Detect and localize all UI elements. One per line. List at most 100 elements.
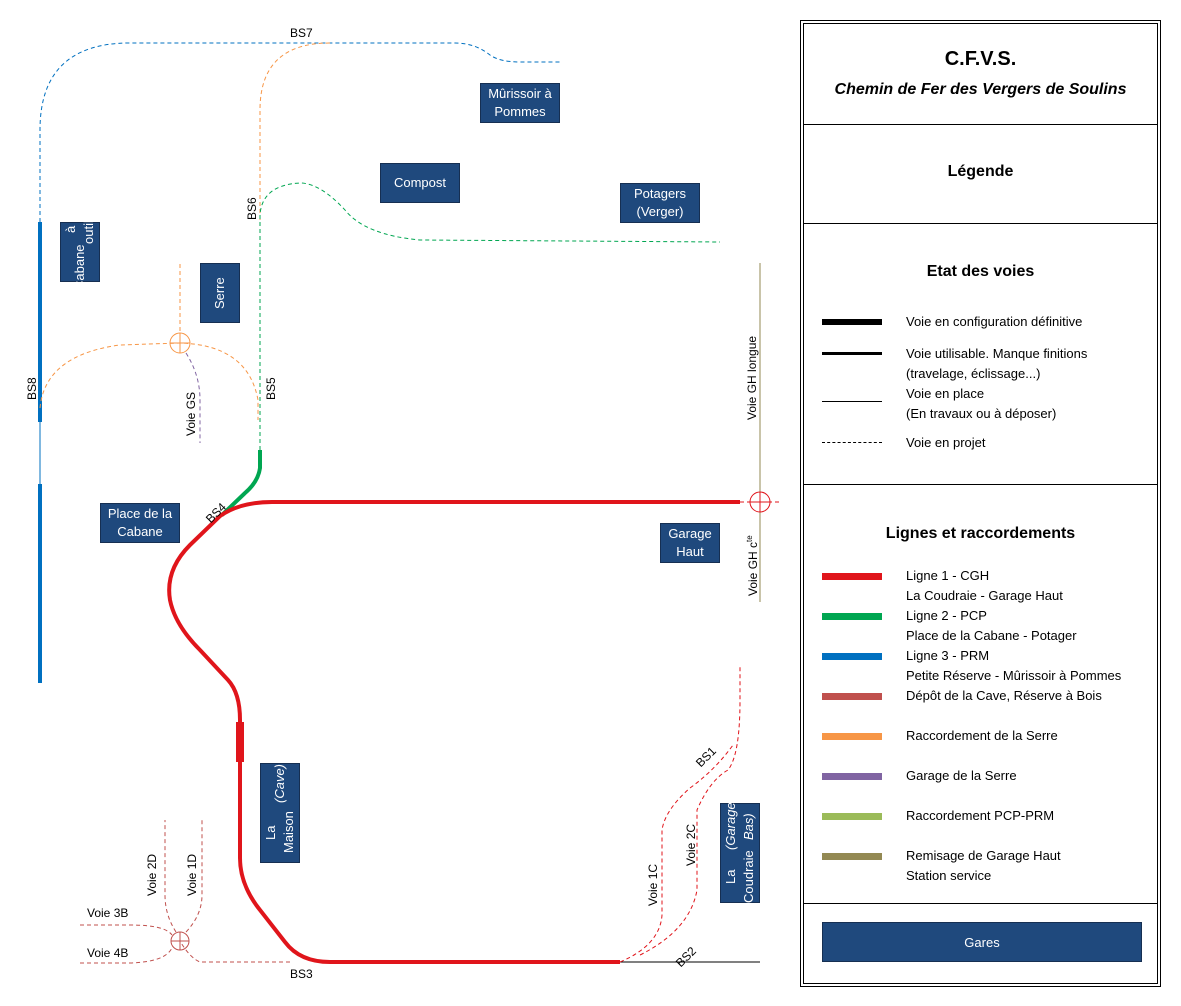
label-bs5: BS5 [264, 377, 278, 400]
ligne2-projected [259, 182, 721, 450]
voie-4b-track [80, 947, 173, 964]
station-cabane-outils-line1: Cabane [72, 244, 87, 290]
station-garage-haut-line1: Garage [668, 526, 712, 541]
station-place-cabane-line2: Cabane [117, 524, 163, 539]
panel-title: C.F.V.S. [944, 48, 1017, 70]
ligne-swatch-1 [822, 613, 882, 620]
ligne-swatch-0 [822, 573, 882, 580]
ligne-text-0-1: Ligne 1 - CGH [906, 568, 990, 583]
station-cabane-outils[interactable]: Cabane à outils [60, 214, 100, 290]
ligne-row-5: Garage de la Serre [822, 766, 1149, 806]
ligne3-projected [39, 42, 560, 222]
station-murissoir[interactable]: Mûrissoir à Pommes [480, 83, 560, 123]
depot-link [179, 940, 290, 963]
station-serre[interactable]: Serre [200, 263, 240, 323]
etat-row-medium: Voie utilisable. Manque finitions (trave… [822, 344, 1149, 384]
station-potagers-line1: Potagers [633, 186, 687, 201]
station-murissoir-line1: Mûrissoir à [488, 86, 552, 101]
etat-text-medium-2: (travelage, éclissage...) [906, 366, 1041, 381]
label-bs3: BS3 [290, 967, 313, 981]
etat-swatch-dashed [822, 442, 882, 443]
ligne-row-0: Ligne 1 - CGH La Coudraie - Garage Haut [822, 566, 1149, 606]
etat-swatch-medium [822, 352, 882, 355]
label-voie-1d: Voie 1D [185, 853, 199, 896]
station-coudraie[interactable]: La Coudraie (Garage Bas) [720, 803, 760, 903]
station-serre-label: Serre [212, 277, 227, 309]
ligne-row-4: Raccordement de la Serre [822, 726, 1149, 766]
station-compost[interactable]: Compost [380, 163, 460, 203]
station-place-cabane[interactable]: Place de la Cabane [100, 503, 180, 543]
voie-3b-track [80, 924, 173, 936]
ligne1-station-marker [236, 722, 244, 762]
etat-title: Etat des voies [926, 263, 1035, 280]
label-voie-gh-courte: Voie GH cte [745, 535, 760, 596]
station-place-cabane-line1: Place de la [107, 506, 173, 521]
etat-swatch-thin [822, 401, 882, 402]
legend-panel-inner: C.F.V.S. Chemin de Fer des Vergers de So… [803, 23, 1158, 984]
garage-serre-track [185, 352, 201, 443]
legend-title-section: Légende [804, 125, 1157, 224]
ligne-text-2-2: Petite Réserve - Mûrissoir à Pommes [906, 668, 1122, 683]
station-maison-line1: La Maison [263, 811, 296, 854]
voie-1d-track [185, 820, 203, 933]
ligne-text-1-2: Place de la Cabane - Potager [906, 628, 1077, 643]
ligne-swatch-3 [822, 693, 882, 700]
label-voie-gs: Voie GS [184, 391, 198, 436]
label-voie-gh-longue: Voie GH longue [745, 335, 759, 420]
etat-row-thick: Voie en configuration définitive [822, 312, 1149, 332]
ligne-text-5-1: Garage de la Serre [906, 768, 1017, 783]
ligne1-track [167, 500, 740, 964]
ligne-row-6: Raccordement PCP-PRM [822, 806, 1149, 846]
ligne-row-2: Ligne 3 - PRM Petite Réserve - Mûrissoir … [822, 646, 1149, 686]
ligne-text-6-1: Raccordement PCP-PRM [906, 808, 1055, 823]
station-maison[interactable]: La Maison (Cave) [260, 763, 300, 863]
etat-text-medium-1: Voie utilisable. Manque finitions [906, 346, 1088, 361]
etat-section: Etat des voies Voie en configuration déf… [804, 224, 1157, 485]
station-cabane-outils-line2: à outils [63, 214, 96, 245]
lignes-title: Lignes et raccordements [885, 525, 1076, 542]
ligne-row-1: Ligne 2 - PCP Place de la Cabane - Potage… [822, 606, 1149, 646]
track-map [38, 42, 780, 964]
etat-text-thin-1: Voie en place [906, 386, 985, 401]
station-maison-line2: (Cave) [272, 764, 287, 804]
gares-legend: Gares [822, 922, 1142, 962]
ligne-text-3-1: Dépôt de la Cave, Réserve à Bois [906, 688, 1102, 703]
station-potagers[interactable]: Potagers (Verger) [620, 183, 700, 223]
etat-row-thin: Voie en place (En travaux ou à déposer) [822, 384, 1149, 424]
ligne-text-7-2: Station service [906, 868, 992, 883]
ligne-text-7-1: Remisage de Garage Haut [906, 848, 1061, 863]
etat-text-thin-2: (En travaux ou à déposer) [906, 406, 1057, 421]
station-murissoir-line2: Pommes [494, 104, 546, 119]
station-garage-haut[interactable]: Garage Haut [660, 523, 720, 563]
ligne2-track [220, 450, 262, 517]
ligne-text-2-1: Ligne 3 - PRM [906, 648, 990, 663]
legend-panel: C.F.V.S. Chemin de Fer des Vergers de So… [800, 20, 1161, 987]
ligne-swatch-4 [822, 733, 882, 740]
serre-link-curve [39, 342, 259, 420]
ligne-swatch-5 [822, 773, 882, 780]
station-compost-label: Compost [393, 175, 447, 190]
panel-subtitle: Chemin de Fer des Vergers de Soulins [834, 81, 1127, 98]
label-bs7: BS7 [290, 26, 313, 40]
label-voie-gh-courte-sup: te [745, 535, 754, 542]
label-bs8: BS8 [25, 377, 39, 400]
ligne-text-1-1: Ligne 2 - PCP [906, 608, 987, 623]
label-voie-2c: Voie 2C [684, 823, 698, 866]
label-voie-2d: Voie 2D [145, 853, 159, 896]
etat-text-thick: Voie en configuration définitive [906, 314, 1083, 329]
serre-link-upper [259, 42, 331, 220]
ligne-text-0-2: La Coudraie - Garage Haut [906, 588, 1063, 603]
station-potagers-line2: (Verger) [636, 204, 684, 219]
label-voie-3b: Voie 3B [87, 906, 129, 920]
etat-swatch-thick [822, 319, 882, 325]
label-voie-4b: Voie 4B [87, 946, 129, 960]
etat-text-dashed: Voie en projet [906, 435, 986, 450]
lignes-section: Lignes et raccordements Ligne 1 - CGH La … [804, 485, 1157, 904]
voie-2d-track [164, 820, 177, 933]
etat-row-dashed: Voie en projet [822, 433, 1149, 453]
ligne-swatch-2 [822, 653, 882, 660]
panel-header: C.F.V.S. Chemin de Fer des Vergers de So… [804, 24, 1157, 125]
label-voie-gh-courte-main: Voie GH c [746, 541, 760, 596]
label-bs6: BS6 [245, 197, 259, 220]
